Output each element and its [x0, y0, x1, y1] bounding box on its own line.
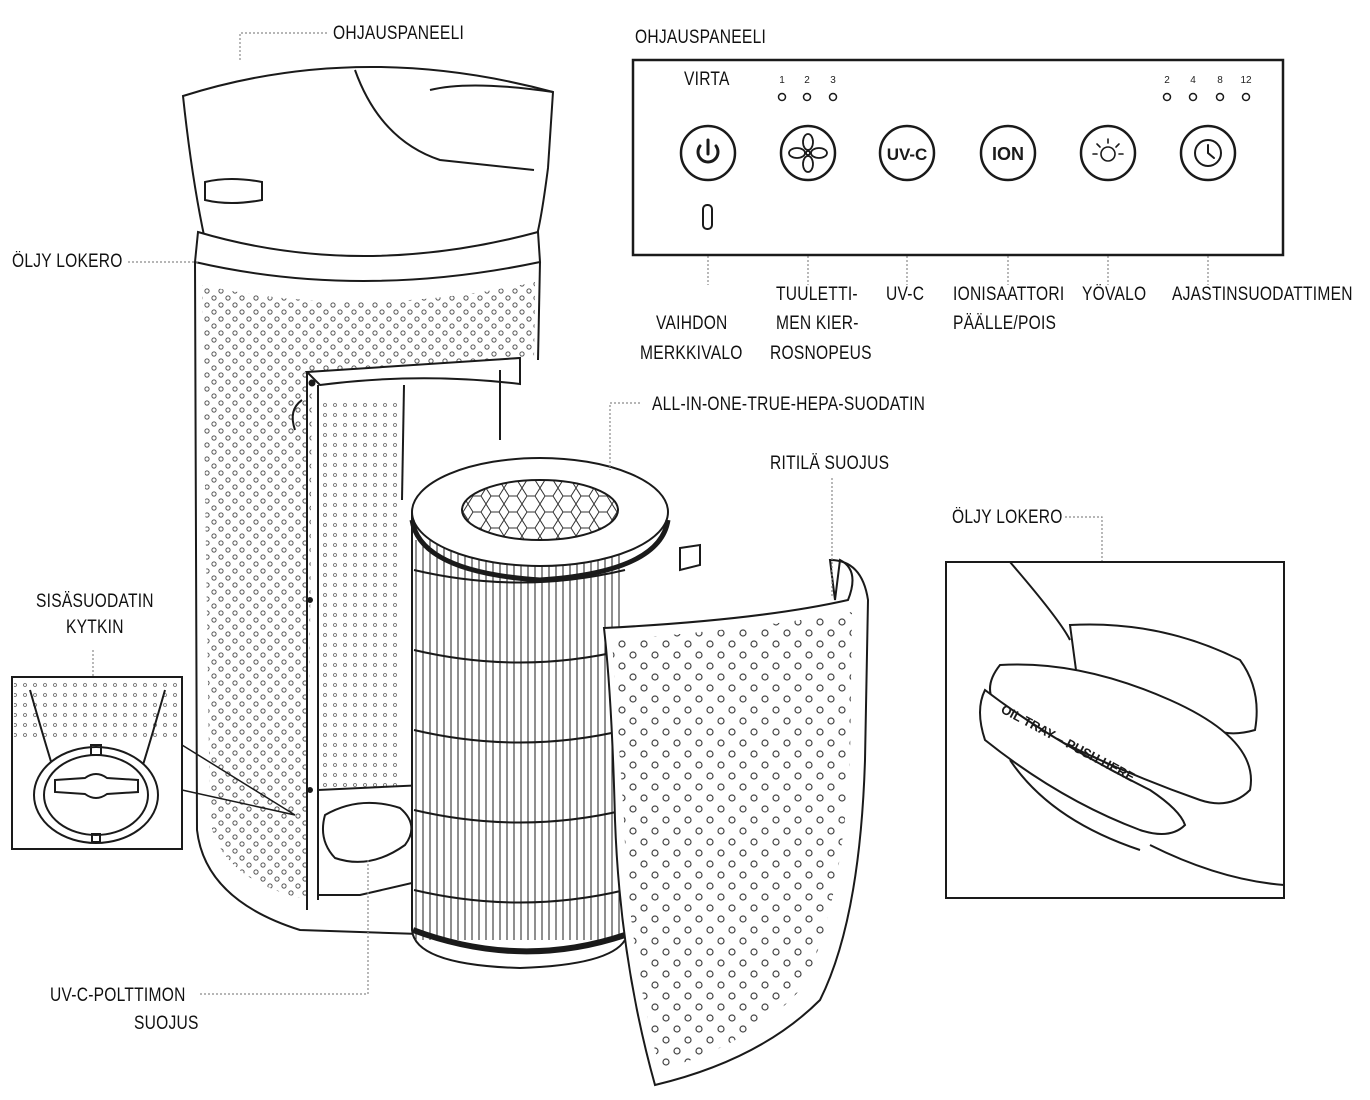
- caption-uvc: UV-C: [886, 284, 925, 305]
- ion-button[interactable]: [979, 124, 1037, 182]
- label-oil-tray: ÖLJY LOKERO: [12, 251, 123, 272]
- caption-ion-2: PÄÄLLE/POIS: [953, 313, 1057, 334]
- fan-speed-button[interactable]: [779, 124, 837, 182]
- caption-timer: AJASTINSUODATTIMEN: [1172, 284, 1353, 305]
- label-power: VIRTA: [684, 69, 730, 90]
- panel-title: OHJAUSPANEELI: [635, 27, 767, 48]
- power-icon: [696, 138, 720, 164]
- uvc-button-label: UV-C: [887, 145, 928, 164]
- caption-ion-1: IONISAATTORI: [953, 284, 1065, 305]
- caption-change-2: MERKKIVALO: [640, 343, 743, 364]
- caption-night-light: YÖVALO: [1082, 284, 1147, 305]
- speed-led-label: 2: [804, 75, 810, 86]
- caption-fan-1: TUULETTI-: [776, 284, 858, 305]
- timer-led-label: 12: [1240, 75, 1252, 86]
- caption-fan-3: ROSNOPEUS: [770, 343, 872, 364]
- purifier-body: [181, 66, 555, 935]
- grille-cover: [602, 558, 870, 1087]
- label-internal-switch-2: KYTKIN: [66, 617, 124, 638]
- timer-leds: [1162, 92, 1251, 102]
- light-icon: [1092, 138, 1124, 162]
- timer-led-label: 4: [1190, 75, 1196, 86]
- label-grille-cover: RITILÄ SUOJUS: [770, 453, 890, 474]
- filter-change-indicator: [702, 204, 713, 230]
- night-light-button[interactable]: [1079, 124, 1137, 182]
- label-uvc-cover-1: UV-C-POLTTIMON: [50, 985, 186, 1006]
- timer-led-label: 2: [1164, 75, 1170, 86]
- label-internal-switch-1: SISÄSUODATIN: [36, 591, 154, 612]
- label-hepa-filter: ALL-IN-ONE-TRUE-HEPA-SUODATIN: [652, 394, 926, 415]
- ion-button-label: ION: [992, 144, 1024, 164]
- oil-tray-inset: [945, 561, 1285, 899]
- uvc-button[interactable]: [878, 124, 936, 182]
- caption-fan-2: MEN KIER-: [776, 313, 859, 334]
- fan-speed-leds: [777, 92, 838, 102]
- label-control-panel: OHJAUSPANEELI: [333, 23, 465, 44]
- caption-change-1: VAIHDON: [656, 313, 728, 334]
- internal-switch-inset: [11, 676, 296, 850]
- control-panel-box: [631, 58, 1285, 257]
- clock-icon: [1194, 139, 1222, 167]
- speed-led-label: 3: [830, 75, 836, 86]
- speed-led-label: 1: [779, 75, 785, 86]
- hepa-filter: [409, 457, 701, 970]
- fan-icon: [788, 133, 828, 173]
- timer-led-label: 8: [1217, 75, 1223, 86]
- label-oil-tray-inset: ÖLJY LOKERO: [952, 507, 1063, 528]
- label-uvc-cover-2: SUOJUS: [134, 1013, 199, 1034]
- power-button[interactable]: [679, 124, 737, 182]
- timer-button[interactable]: [1179, 124, 1237, 182]
